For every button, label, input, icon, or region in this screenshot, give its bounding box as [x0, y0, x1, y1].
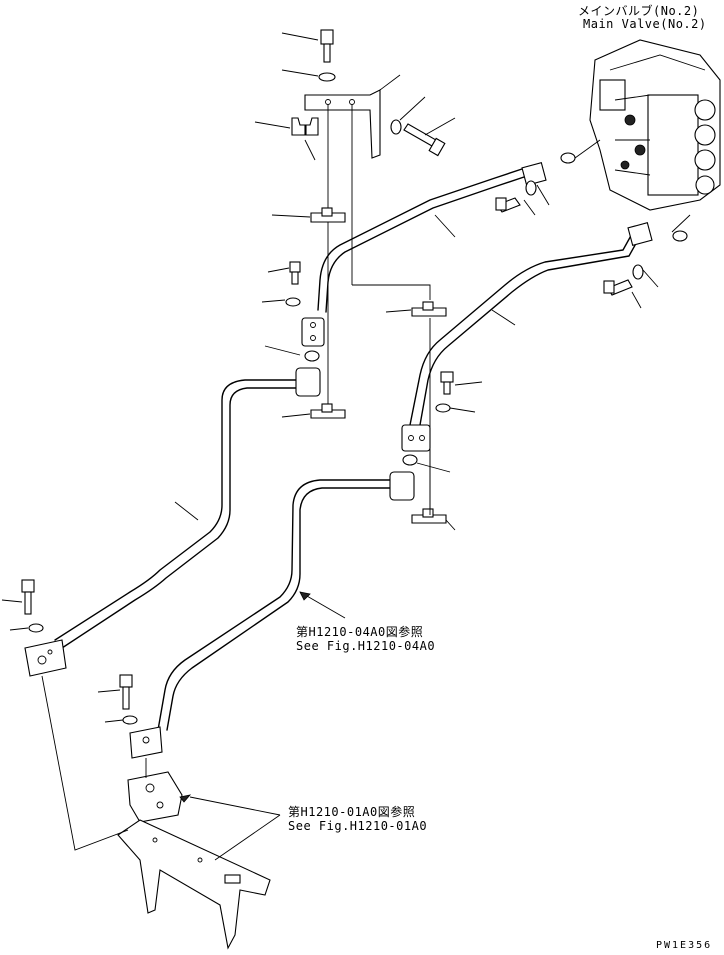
- flange-upper-left: [301, 317, 325, 347]
- connector-block-left: [24, 639, 67, 677]
- reference-04a0-label-en: See Fig.H1210-04A0: [296, 639, 436, 653]
- hydraulic-pipe-middle: [157, 471, 415, 731]
- connector-block-lower: [129, 726, 163, 759]
- clamp-lower-left: [281, 403, 346, 419]
- bolt-lower-right: [416, 371, 483, 473]
- bolt-valve-upper: [495, 139, 601, 216]
- bolt-valve-lower: [603, 214, 691, 309]
- reference-04a0-label-jp: 第H1210-04A0図参照: [296, 625, 424, 639]
- leader-line-left-block: [41, 675, 129, 851]
- hydraulic-pipe-upper: [317, 162, 547, 313]
- clamp-lower-right: [411, 508, 456, 531]
- bolt-upper-left: [261, 261, 301, 356]
- drawing-code: PW1E356: [656, 940, 713, 951]
- base-bracket: [117, 819, 271, 950]
- main-valve-label-jp: メインバルブ(No.2): [578, 4, 700, 18]
- manifold-block: [127, 771, 192, 823]
- bolt-side-bracket: [379, 74, 456, 157]
- leader-line-upper-3: [352, 284, 431, 300]
- bolt-left: [1, 579, 44, 633]
- clamp-upper-left: [254, 117, 319, 161]
- hydraulic-pipe-lower-right: [409, 222, 653, 426]
- bolt-top: [281, 29, 336, 82]
- o-ring-lower-right: [402, 454, 418, 466]
- leader-line-ref-01a0-b: [214, 814, 281, 861]
- o-ring-upper-left: [304, 350, 320, 362]
- upper-bracket: [304, 89, 381, 159]
- hydraulic-pipe-lower-left: [54, 367, 321, 649]
- clamp-mid-right: [385, 301, 447, 317]
- reference-01a0-label-en: See Fig.H1210-01A0: [288, 819, 428, 833]
- bolt-lower: [97, 674, 138, 725]
- reference-01a0-label-jp: 第H1210-01A0図参照: [288, 805, 416, 819]
- main-valve-label-en: Main Valve(No.2): [583, 17, 707, 31]
- main-valve-no2: [589, 39, 721, 211]
- flange-lower-right: [401, 424, 431, 452]
- clamp-mid-left: [271, 207, 346, 223]
- leader-line-ref-01a0-a: [189, 796, 281, 816]
